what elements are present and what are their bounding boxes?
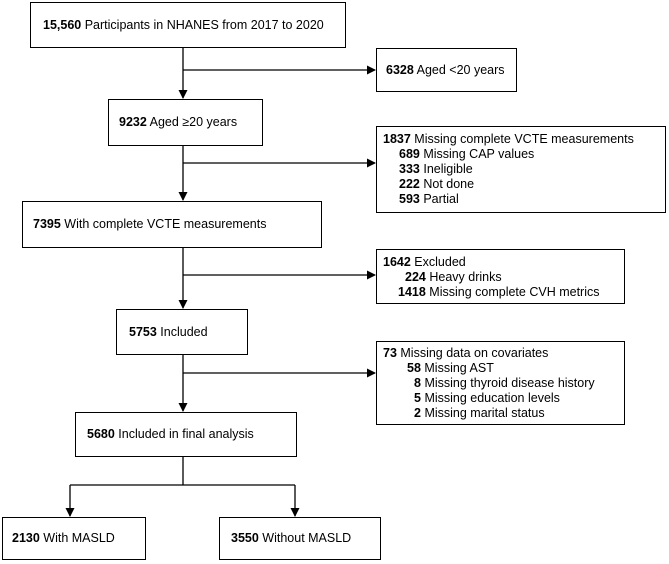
complete-vcte-box: 7395 With complete VCTE measurements xyxy=(22,201,322,248)
complete-vcte-label: With complete VCTE measurements xyxy=(64,217,267,231)
final-analysis-count: 5680 xyxy=(87,427,115,441)
missing-vcte-label: Missing complete VCTE measurements xyxy=(414,132,634,146)
excluded-count: 1642 xyxy=(383,255,411,269)
list-item: 2 Missing marital status xyxy=(414,406,545,420)
participants-box: 15,560 Participants in NHANES from 2017 … xyxy=(30,2,346,48)
included-count: 5753 xyxy=(129,324,157,339)
list-item: 5 Missing education levels xyxy=(414,391,560,405)
excluded-box: 1642 Excluded 224 Heavy drinks 1418 Miss… xyxy=(376,249,625,304)
aged-over-20-box: 9232 Aged ≥20 years xyxy=(108,99,263,146)
final-analysis-label: Included in final analysis xyxy=(118,427,254,441)
list-item: 224 Heavy drinks xyxy=(405,270,502,284)
aged-over-20-label: Aged ≥20 years xyxy=(149,115,238,129)
excluded-label: Excluded xyxy=(414,255,466,269)
final-analysis-box: 5680 Included in final analysis xyxy=(75,412,297,457)
with-masld-count: 2130 xyxy=(12,531,40,545)
aged-under-20-label: Aged <20 years xyxy=(416,62,505,77)
missing-covariates-label: Missing data on covariates xyxy=(400,346,549,360)
participants-label: Participants in NHANES from 2017 to 2020 xyxy=(84,17,324,32)
included-label: Included xyxy=(160,324,208,339)
without-masld-count: 3550 xyxy=(231,531,259,545)
missing-vcte-box: 1837 Missing complete VCTE measurements … xyxy=(376,126,666,213)
missing-covariates-count: 73 xyxy=(383,346,397,360)
list-item: 689 Missing CAP values xyxy=(399,147,535,161)
list-item: 8 Missing thyroid disease history xyxy=(414,376,595,390)
aged-under-20-count: 6328 xyxy=(386,62,414,77)
without-masld-label: Without MASLD xyxy=(262,531,352,545)
list-item: 1418 Missing complete CVH metrics xyxy=(398,285,600,299)
with-masld-box: 2130 With MASLD xyxy=(2,517,146,560)
list-item: 58 Missing AST xyxy=(407,361,494,375)
list-item: 593 Partial xyxy=(399,192,459,206)
participants-count: 15,560 xyxy=(43,17,82,32)
missing-covariates-box: 73 Missing data on covariates 58 Missing… xyxy=(376,341,625,425)
missing-vcte-count: 1837 xyxy=(383,132,411,146)
included-box: 5753 Included xyxy=(116,309,248,355)
list-item: 222 Not done xyxy=(399,177,475,191)
complete-vcte-count: 7395 xyxy=(33,217,61,231)
with-masld-label: With MASLD xyxy=(43,531,115,545)
aged-over-20-count: 9232 xyxy=(119,115,147,129)
without-masld-box: 3550 Without MASLD xyxy=(219,517,381,560)
aged-under-20-box: 6328 Aged <20 years xyxy=(376,48,517,92)
list-item: 333 Ineligible xyxy=(399,162,473,176)
